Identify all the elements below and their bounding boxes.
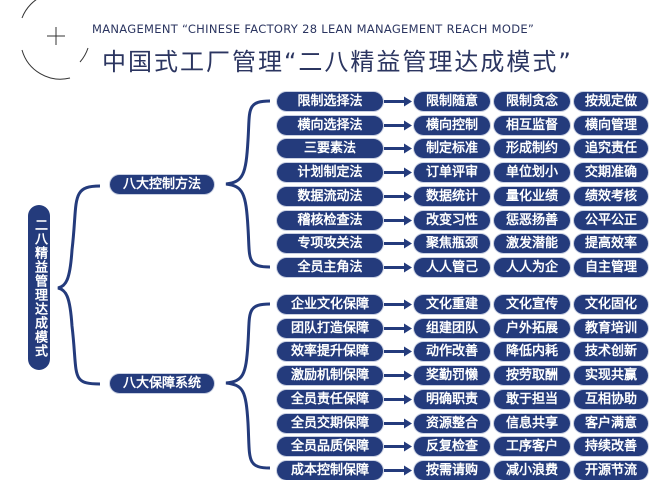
result-pill: 人人管己 bbox=[414, 258, 490, 277]
root-label: 二八精益管理达成模式 bbox=[28, 205, 50, 370]
result-pill: 互相协助 bbox=[574, 390, 648, 409]
method-pill: 团队打造保障 bbox=[277, 319, 383, 338]
result-pill: 激发潜能 bbox=[494, 234, 570, 253]
result-pill: 追究责任 bbox=[574, 139, 648, 158]
result-pill: 数据统计 bbox=[414, 187, 490, 206]
group-label-guarantee-systems: 八大保障系统 bbox=[110, 374, 214, 393]
result-pill: 交期准确 bbox=[574, 163, 648, 182]
result-pill: 横向控制 bbox=[414, 116, 490, 135]
result-pill: 降低内耗 bbox=[494, 342, 570, 361]
method-pill: 效率提升保障 bbox=[277, 342, 383, 361]
arrow-right-icon bbox=[384, 262, 412, 273]
result-pill: 限制随意 bbox=[414, 92, 490, 111]
braces bbox=[57, 99, 271, 470]
result-pill: 公平公正 bbox=[574, 211, 648, 230]
method-pill: 稽核检查法 bbox=[277, 211, 383, 230]
method-pill: 专项攻关法 bbox=[277, 234, 383, 253]
arrow-right-icon bbox=[384, 191, 412, 202]
result-pill: 形成制约 bbox=[494, 139, 570, 158]
result-pill: 按劳取酬 bbox=[494, 366, 570, 385]
arrows bbox=[384, 96, 412, 476]
arrow-right-icon bbox=[384, 465, 412, 476]
arrow-right-icon bbox=[384, 238, 412, 249]
result-pill: 工序客户 bbox=[494, 437, 570, 456]
arrow-right-icon bbox=[384, 441, 412, 452]
result-pill: 订单评审 bbox=[414, 163, 490, 182]
result-pill: 提高效率 bbox=[574, 234, 648, 253]
method-pill: 三要素法 bbox=[277, 139, 383, 158]
result-pill: 反复检查 bbox=[414, 437, 490, 456]
result-pill: 实现共赢 bbox=[574, 366, 648, 385]
arrow-right-icon bbox=[384, 120, 412, 131]
method-pill: 全员责任保障 bbox=[277, 390, 383, 409]
result-pill: 技术创新 bbox=[574, 342, 648, 361]
arrow-right-icon bbox=[384, 299, 412, 310]
result-pill: 按需请购 bbox=[414, 461, 490, 480]
result-pill: 减小浪费 bbox=[494, 461, 570, 480]
result-pill: 敢于担当 bbox=[494, 390, 570, 409]
arrow-right-icon bbox=[384, 346, 412, 357]
result-pill: 持续改善 bbox=[574, 437, 648, 456]
result-pill: 限制贪念 bbox=[494, 92, 570, 111]
group-label-control-methods: 八大控制方法 bbox=[110, 175, 214, 194]
result-pill: 人人为企 bbox=[494, 258, 570, 277]
result-pill: 绩效考核 bbox=[574, 187, 648, 206]
arrow-right-icon bbox=[384, 167, 412, 178]
result-pill: 按规定做 bbox=[574, 92, 648, 111]
result-pill: 单位划小 bbox=[494, 163, 570, 182]
result-pill: 文化宣传 bbox=[494, 295, 570, 314]
method-pill: 限制选择法 bbox=[277, 92, 383, 111]
result-pill: 制定标准 bbox=[414, 139, 490, 158]
method-pill: 全员主角法 bbox=[277, 258, 383, 277]
arrow-right-icon bbox=[384, 96, 412, 107]
result-pill: 聚焦瓶颈 bbox=[414, 234, 490, 253]
crosshair-logo-icon bbox=[21, 0, 89, 80]
subtitle-english: MANAGEMENT “CHINESE FACTORY 28 LEAN MANA… bbox=[92, 22, 535, 36]
page-title: 中国式工厂管理“二八精益管理达成模式” bbox=[102, 48, 573, 76]
method-pill: 计划制定法 bbox=[277, 163, 383, 182]
method-pill: 激励机制保障 bbox=[277, 366, 383, 385]
result-pill: 资源整合 bbox=[414, 414, 490, 433]
arrow-right-icon bbox=[384, 143, 412, 154]
result-pill: 横向管理 bbox=[574, 116, 648, 135]
method-pill: 全员交期保障 bbox=[277, 414, 383, 433]
result-pill: 奖勤罚懒 bbox=[414, 366, 490, 385]
arrow-right-icon bbox=[384, 215, 412, 226]
method-pill: 横向选择法 bbox=[277, 116, 383, 135]
result-pill: 户外拓展 bbox=[494, 319, 570, 338]
result-pill: 动作改善 bbox=[414, 342, 490, 361]
result-pill: 文化固化 bbox=[574, 295, 648, 314]
method-pill: 数据流动法 bbox=[277, 187, 383, 206]
arrow-right-icon bbox=[384, 394, 412, 405]
method-pill: 企业文化保障 bbox=[277, 295, 383, 314]
result-pill: 客户满意 bbox=[574, 414, 648, 433]
result-pill: 信息共享 bbox=[494, 414, 570, 433]
result-pill: 组建团队 bbox=[414, 319, 490, 338]
result-pill: 惩恶扬善 bbox=[494, 211, 570, 230]
result-pill: 自主管理 bbox=[574, 258, 648, 277]
result-pill: 相互监督 bbox=[494, 116, 570, 135]
arrow-right-icon bbox=[384, 370, 412, 381]
result-pill: 量化业绩 bbox=[494, 187, 570, 206]
result-pill: 改变习性 bbox=[414, 211, 490, 230]
method-pill: 成本控制保障 bbox=[277, 461, 383, 480]
method-pill: 全员品质保障 bbox=[277, 437, 383, 456]
result-pill: 开源节流 bbox=[574, 461, 648, 480]
result-pill: 文化重建 bbox=[414, 295, 490, 314]
arrow-right-icon bbox=[384, 418, 412, 429]
arrow-right-icon bbox=[384, 323, 412, 334]
result-pill: 教育培训 bbox=[574, 319, 648, 338]
result-pill: 明确职责 bbox=[414, 390, 490, 409]
